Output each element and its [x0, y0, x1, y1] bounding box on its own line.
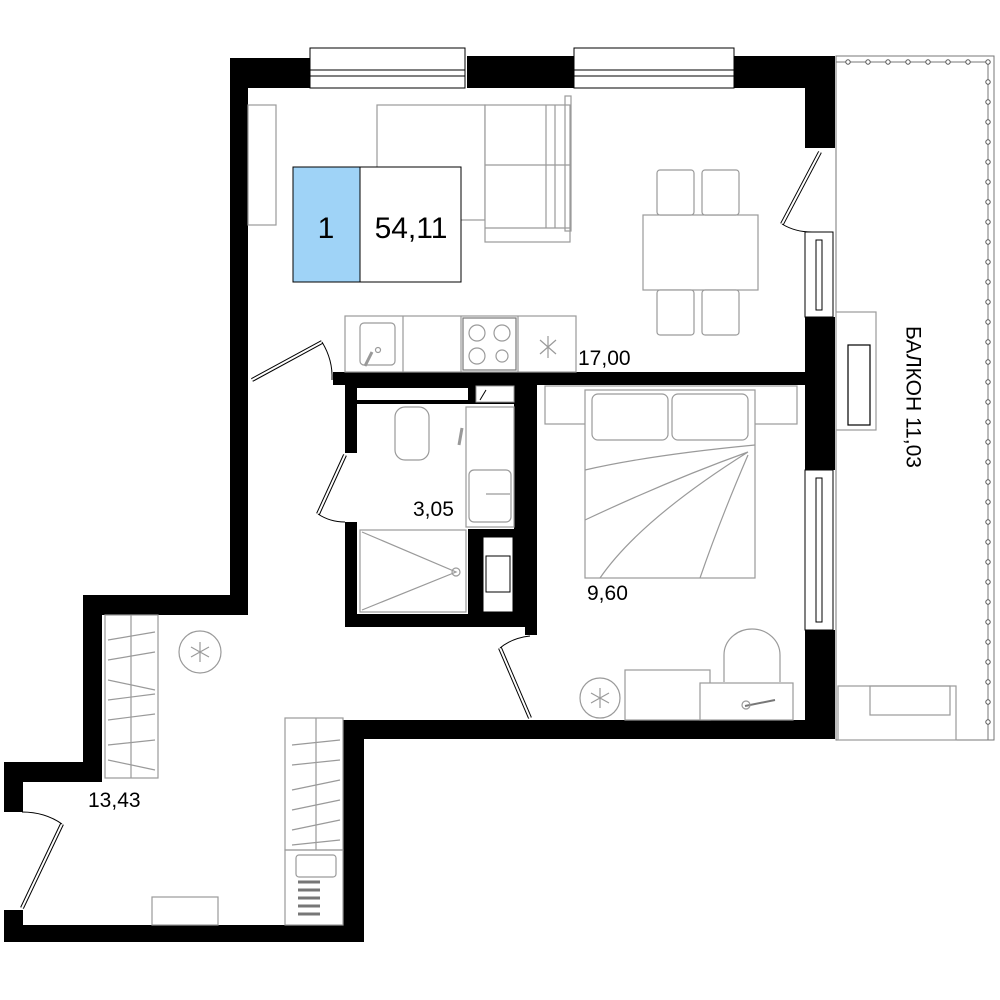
railing-post: [985, 319, 991, 325]
railing-post: [985, 459, 991, 465]
bedroom-furniture: [544, 385, 798, 721]
railing-post: [985, 59, 991, 65]
railing-post: [985, 99, 991, 105]
balcony: [835, 55, 995, 741]
railing-post: [985, 579, 991, 585]
shower-icon: [359, 529, 467, 613]
windows: [309, 47, 834, 631]
lamp-icon: [579, 677, 621, 719]
railing-post: [985, 159, 991, 165]
railing-post: [985, 339, 991, 345]
railing-post: [945, 59, 951, 65]
dresser: [624, 669, 711, 721]
railing-post: [985, 219, 991, 225]
balcony-door[interactable]: [780, 151, 822, 233]
sink-icon: [359, 322, 396, 366]
fridge-icon: [539, 336, 557, 358]
railing-post: [905, 59, 911, 65]
railing-post: [985, 699, 991, 705]
dining-table: [642, 214, 759, 291]
mirror: [723, 628, 781, 682]
sofa: [484, 104, 571, 243]
bathroom-area-label: 3,05: [413, 498, 454, 521]
railing-post: [985, 139, 991, 145]
railing-post: [985, 439, 991, 445]
railing-post: [985, 679, 991, 685]
pouf: [151, 896, 219, 926]
railing-post: [985, 199, 991, 205]
kitchen: [344, 315, 577, 373]
railing-post: [985, 519, 991, 525]
railing-post: [985, 359, 991, 365]
walls: [4, 56, 835, 942]
chair: [701, 289, 740, 336]
entrance-door[interactable]: [20, 811, 64, 909]
chair: [656, 289, 695, 336]
railing-post: [985, 479, 991, 485]
bedroom-area-label: 9,60: [587, 582, 628, 605]
railing-post: [985, 379, 991, 385]
railing-post: [865, 59, 871, 65]
unit-badge: 1 54,11: [292, 166, 462, 283]
railing-post: [985, 719, 991, 725]
lamp-icon: [178, 630, 222, 674]
railing-post: [985, 119, 991, 125]
railing-post: [985, 619, 991, 625]
shoe-cabinet: [284, 849, 344, 926]
hallway-furniture: [104, 614, 344, 926]
bed: [584, 389, 756, 579]
living-door[interactable]: [251, 340, 333, 382]
railing-post: [985, 79, 991, 85]
bathroom-door[interactable]: [316, 454, 347, 523]
chair: [656, 169, 695, 216]
railing-post: [985, 299, 991, 305]
railing-post: [985, 539, 991, 545]
railing-post: [845, 59, 851, 65]
railing-post: [985, 399, 991, 405]
unit-number: 1: [318, 212, 335, 245]
railing-post: [985, 259, 991, 265]
balcony-area-label: БАЛКОН 11,03: [901, 326, 924, 468]
toilet-icon: [394, 406, 430, 461]
bathroom-fixtures: [359, 406, 515, 613]
railing-post: [985, 639, 991, 645]
balcony-bench: [837, 685, 957, 741]
balcony-cabinet: [835, 311, 877, 431]
railing-post: [985, 419, 991, 425]
chair: [701, 169, 740, 216]
doors: [20, 151, 822, 909]
living-furniture: [247, 95, 759, 336]
railing-post: [985, 239, 991, 245]
railing-post: [985, 499, 991, 505]
bedroom-door[interactable]: [498, 635, 532, 719]
total-area: 54,11: [375, 212, 448, 245]
railing-post: [985, 559, 991, 565]
railing-post: [985, 659, 991, 665]
railing-post: [985, 179, 991, 185]
railing-post: [965, 59, 971, 65]
railing-post: [925, 59, 931, 65]
balcony-railing: [845, 59, 991, 725]
stove-icon: [462, 317, 517, 371]
railing-post: [985, 599, 991, 605]
hallway-area-label: 13,43: [88, 789, 141, 812]
railing-post: [885, 59, 891, 65]
railing-post: [985, 279, 991, 285]
living-area-label: 17,00: [578, 347, 631, 370]
washbasin-icon: [468, 469, 512, 523]
tv-unit: [247, 104, 277, 226]
